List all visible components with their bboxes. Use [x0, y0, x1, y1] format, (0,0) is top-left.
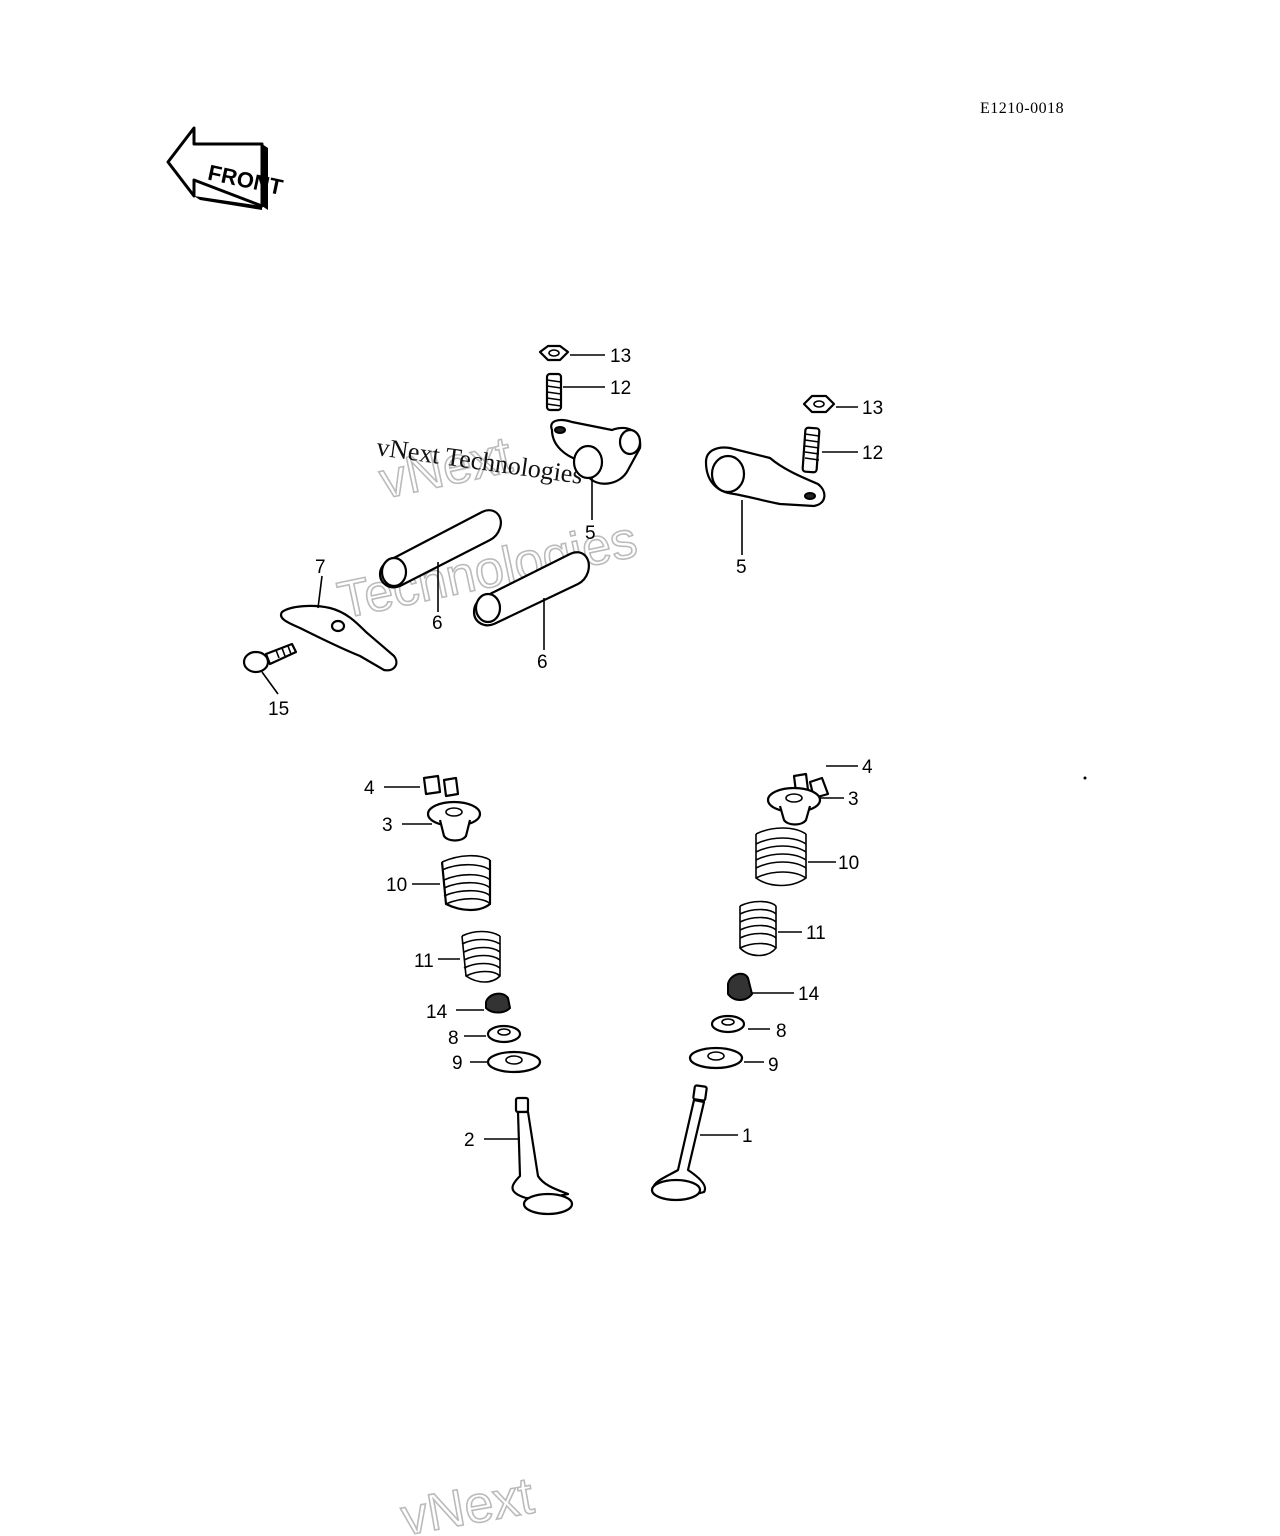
plate-7 — [279, 575, 398, 672]
callout-3-right: 3 — [848, 789, 859, 810]
diagram-code: E1210-0018 — [980, 100, 1065, 117]
callout-7: 7 — [315, 557, 326, 578]
callout-10-left: 10 — [386, 875, 407, 896]
rocker-shaft-6-lower — [472, 551, 590, 650]
callout-2: 2 — [464, 1130, 475, 1151]
callout-14-right: 14 — [798, 984, 820, 1005]
rocker-shaft-6-upper — [378, 509, 502, 612]
seat-8-left — [464, 1024, 522, 1044]
nut-13-left — [538, 344, 605, 362]
retainer-3-left — [402, 800, 482, 842]
callout-1: 1 — [742, 1126, 753, 1147]
callout-9-right: 9 — [768, 1055, 779, 1076]
callout-6-lower: 6 — [537, 652, 548, 673]
nut-13-right — [802, 394, 858, 414]
valve-seal-14-left — [456, 992, 512, 1014]
callout-13-left: 13 — [610, 346, 631, 367]
retainer-3-right — [766, 786, 844, 826]
callout-10-right: 10 — [838, 853, 859, 874]
callout-8-left: 8 — [448, 1028, 459, 1049]
seat-8-right — [710, 1014, 770, 1034]
callout-12-left: 12 — [610, 378, 631, 399]
callout-4-right: 4 — [862, 757, 873, 778]
rocker-arm-5-right — [704, 446, 826, 555]
outer-spring-10-left — [412, 854, 492, 912]
callout-5-right: 5 — [736, 557, 747, 578]
valve-seal-14-right — [727, 972, 794, 1001]
bolt-15 — [242, 642, 298, 695]
valve-2-exhaust — [484, 1096, 574, 1216]
callout-3-left: 3 — [382, 815, 393, 836]
adjust-screw-12-right — [801, 426, 858, 474]
watermark-bottom: vNext — [397, 1467, 539, 1536]
callout-11-right: 11 — [806, 923, 826, 944]
inner-spring-11-left — [438, 930, 501, 983]
washer-9-right — [688, 1046, 764, 1070]
inner-spring-11-right — [739, 900, 802, 957]
callout-4-left: 4 — [364, 778, 375, 799]
valve-1-intake — [650, 1084, 738, 1202]
callout-15: 15 — [268, 699, 289, 720]
callout-13-right: 13 — [862, 398, 883, 419]
callout-6-upper: 6 — [432, 613, 443, 634]
collet-4-left — [384, 774, 460, 798]
front-arrow-icon: FRONT — [166, 126, 286, 210]
callout-8-right: 8 — [776, 1021, 787, 1042]
callout-11-left: 11 — [414, 951, 434, 972]
washer-9-left — [470, 1050, 542, 1074]
speck — [1083, 776, 1087, 780]
callout-14-left: 14 — [426, 1002, 448, 1023]
callout-12-right: 12 — [862, 443, 883, 464]
callout-5-left: 5 — [585, 523, 596, 544]
rocker-arm-5-left — [550, 419, 642, 520]
callout-9-left: 9 — [452, 1053, 463, 1074]
outer-spring-10-right — [755, 827, 836, 887]
adjust-screw-12-left — [545, 372, 605, 412]
